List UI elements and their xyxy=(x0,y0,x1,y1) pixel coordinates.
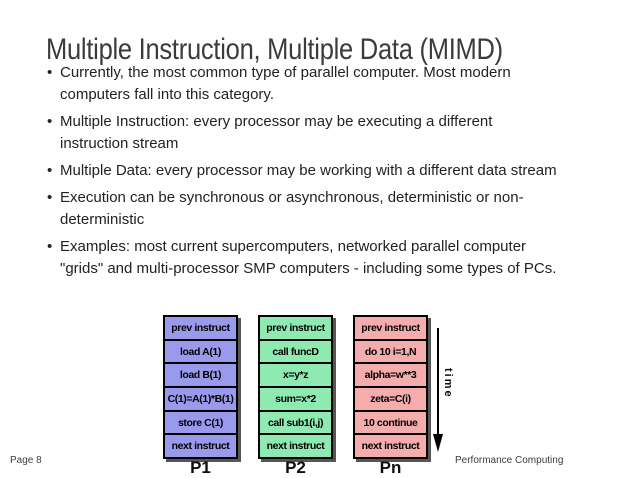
instruction-cell: x=y*z xyxy=(260,362,331,386)
bullet-item: Multiple Data: every processor may be wo… xyxy=(47,160,559,182)
instruction-cell: load B(1) xyxy=(165,362,236,386)
instruction-cell: prev instruct xyxy=(266,321,325,334)
instruction-cell: prev instruct xyxy=(361,321,420,334)
bullet-item: Currently, the most common type of paral… xyxy=(47,62,559,106)
time-axis-label: time xyxy=(442,368,454,399)
instruction-cell: alpha=w**3 xyxy=(355,362,426,386)
instruction-cell: C(1)=A(1)*B(1) xyxy=(165,386,236,410)
processor-label-p1: P1 xyxy=(190,458,211,477)
bullet-list: Currently, the most common type of paral… xyxy=(47,62,559,285)
footer-title: Performance Computing xyxy=(455,455,564,466)
bullet-item: Examples: most current supercomputers, n… xyxy=(47,236,559,280)
bullet-item: Execution can be synchronous or asynchro… xyxy=(47,187,559,231)
processor-column-p2: prev instruct call funcD x=y*z sum=x*2 c… xyxy=(258,315,333,459)
instruction-cell: sum=x*2 xyxy=(260,386,331,410)
processor-label-pn: Pn xyxy=(379,458,402,477)
instruction-cell: call funcD xyxy=(260,338,331,363)
processor-label-p2: P2 xyxy=(285,458,306,477)
page-title: Multiple Instruction, Multiple Data (MIM… xyxy=(46,33,503,66)
instruction-cell: 10 continue xyxy=(355,409,426,434)
instruction-cell: zeta=C(i) xyxy=(355,386,426,410)
instruction-cell: next instruct xyxy=(165,433,236,457)
instruction-cell: do 10 i=1,N xyxy=(355,338,426,363)
time-arrow-icon xyxy=(433,328,443,452)
processor-column-pn: prev instruct do 10 i=1,N alpha=w**3 zet… xyxy=(353,315,428,459)
bullet-item: Multiple Instruction: every processor ma… xyxy=(47,111,559,155)
instruction-cell: store C(1) xyxy=(165,409,236,434)
instruction-cell: next instruct xyxy=(355,433,426,457)
instruction-cell: call sub1(i,j) xyxy=(260,409,331,434)
instruction-cell: prev instruct xyxy=(171,321,230,334)
processor-column-p1: prev instruct load A(1) load B(1) C(1)=A… xyxy=(163,315,238,459)
instruction-cell: load A(1) xyxy=(165,338,236,363)
page-number: Page 8 xyxy=(10,455,42,466)
instruction-cell: next instruct xyxy=(260,433,331,457)
